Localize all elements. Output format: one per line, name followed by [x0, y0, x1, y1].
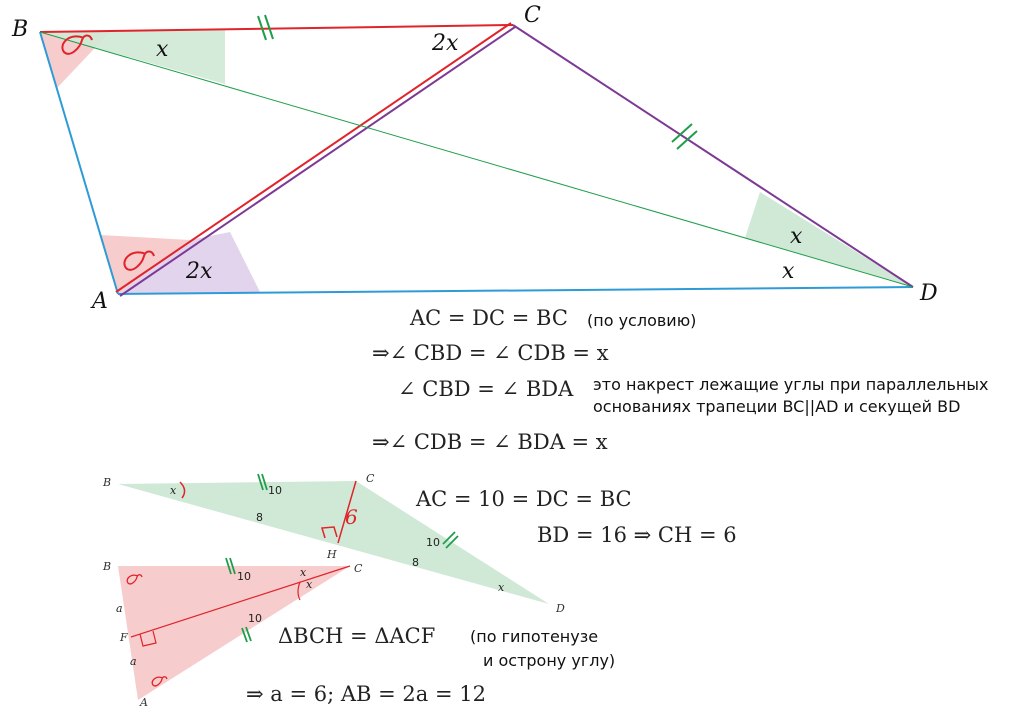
abc-label-bf: a	[116, 602, 123, 615]
abc-vertex-b: B	[102, 560, 111, 573]
equation-cbd-cdb: ⇒∠ CBD = ∠ CDB = x	[372, 341, 609, 365]
triangle-bcd-figure: B C D H 10 8 6 10 8 x x	[102, 472, 565, 615]
angle-d-x-fill	[745, 192, 913, 287]
vertex-label-b: B	[11, 17, 28, 42]
abc-vertex-a: A	[139, 696, 148, 709]
angle-label-d-x2: x	[782, 259, 795, 284]
bcd-label-bh: 8	[256, 511, 263, 524]
alpha-mark-a	[123, 250, 155, 271]
equation-cdb-bda: ⇒∠ CDB = ∠ BDA = x	[372, 430, 608, 454]
diagonal-ac-red	[115, 22, 512, 293]
abc-label-bc: 10	[237, 570, 251, 583]
tick-bcd-cd	[442, 531, 459, 549]
vertex-label-a: A	[90, 289, 108, 314]
triangle-bcd-fill	[118, 481, 549, 604]
note-by-condition: (по условию)	[587, 311, 697, 330]
diagonal-ac-purple	[119, 26, 516, 297]
angle-arc-b	[179, 481, 186, 499]
bcd-vertex-c: C	[366, 472, 375, 485]
side-ba	[39, 31, 119, 295]
bcd-vertex-h: H	[326, 548, 337, 561]
equation-ac-dc-bc: AC = DC = BC	[410, 306, 568, 330]
note-alternate-angles-line1: это накрест лежащие углы при параллельны…	[593, 375, 989, 394]
equation-triangles-equal: ΔBCH = ΔACF	[278, 624, 436, 648]
angle-label-d-x1: x	[790, 224, 803, 249]
note-hypotenuse-line2: и острону углу)	[483, 651, 616, 670]
abc-angle-c2: x	[306, 578, 313, 591]
bcd-label-bc: 10	[268, 484, 282, 497]
angle-a-alpha-fill	[100, 235, 190, 294]
alpha-mark-abc-b	[126, 574, 143, 585]
equation-cbd-bda: ∠ CBD = ∠ BDA	[398, 377, 574, 401]
bcd-angle-d: x	[498, 581, 505, 594]
main-figure: B C A D x 2x x x 2x	[11, 3, 938, 314]
angle-label-b-x: x	[156, 37, 169, 62]
tick-bcd-bc	[257, 473, 268, 491]
bcd-vertex-d: D	[555, 602, 565, 615]
vertex-label-d: D	[919, 281, 938, 306]
side-cd	[512, 24, 914, 288]
bcd-vertex-b: B	[102, 476, 111, 489]
tick-cd	[671, 123, 698, 150]
triangle-abc-fill	[118, 566, 350, 700]
alpha-mark-b	[61, 34, 93, 55]
side-bc	[39, 24, 514, 33]
tick-abc-ac	[241, 626, 252, 643]
tick-abc-bc	[225, 557, 236, 575]
diagonal-bd	[39, 31, 914, 288]
alpha-mark-abc-a	[151, 676, 168, 687]
note-alternate-angles-line2: основаниях трапеции BC||AD и секущей BD	[593, 397, 961, 416]
side-ad	[117, 286, 914, 295]
angle-arc-c	[297, 581, 301, 601]
angle-a-2x-fill	[118, 232, 260, 294]
abc-vertex-c: C	[354, 562, 363, 575]
tick-bc	[257, 14, 274, 41]
height-ch	[337, 480, 357, 544]
abc-angle-c1: x	[300, 566, 307, 579]
note-hypotenuse-line1: (по гипотенузе	[470, 627, 599, 646]
abc-vertex-f: F	[119, 631, 128, 644]
right-angle-h	[321, 526, 338, 539]
equation-bd-16: BD = 16 ⇒ CH = 6	[537, 523, 737, 547]
bcd-label-cd: 10	[426, 536, 440, 549]
equation-ab-12: ⇒ a = 6; AB = 2a = 12	[246, 682, 486, 706]
triangle-abc-figure: B C A F 10 10 a a x x	[102, 557, 363, 709]
bcd-label-ch: 6	[345, 505, 358, 529]
bcd-label-hd: 8	[412, 556, 419, 569]
angle-label-c-2x: 2x	[431, 31, 459, 56]
bcd-angle-b: x	[170, 484, 177, 497]
abc-label-fa: a	[130, 655, 137, 668]
angle-b-x-fill	[40, 30, 225, 84]
angle-label-a-2x: 2x	[185, 259, 213, 284]
abc-label-ac: 10	[248, 612, 262, 625]
right-angle-f	[139, 630, 157, 647]
vertex-label-c: C	[524, 3, 541, 28]
equation-ac-10: AC = 10 = DC = BC	[416, 487, 632, 511]
segment-cf	[130, 565, 351, 638]
